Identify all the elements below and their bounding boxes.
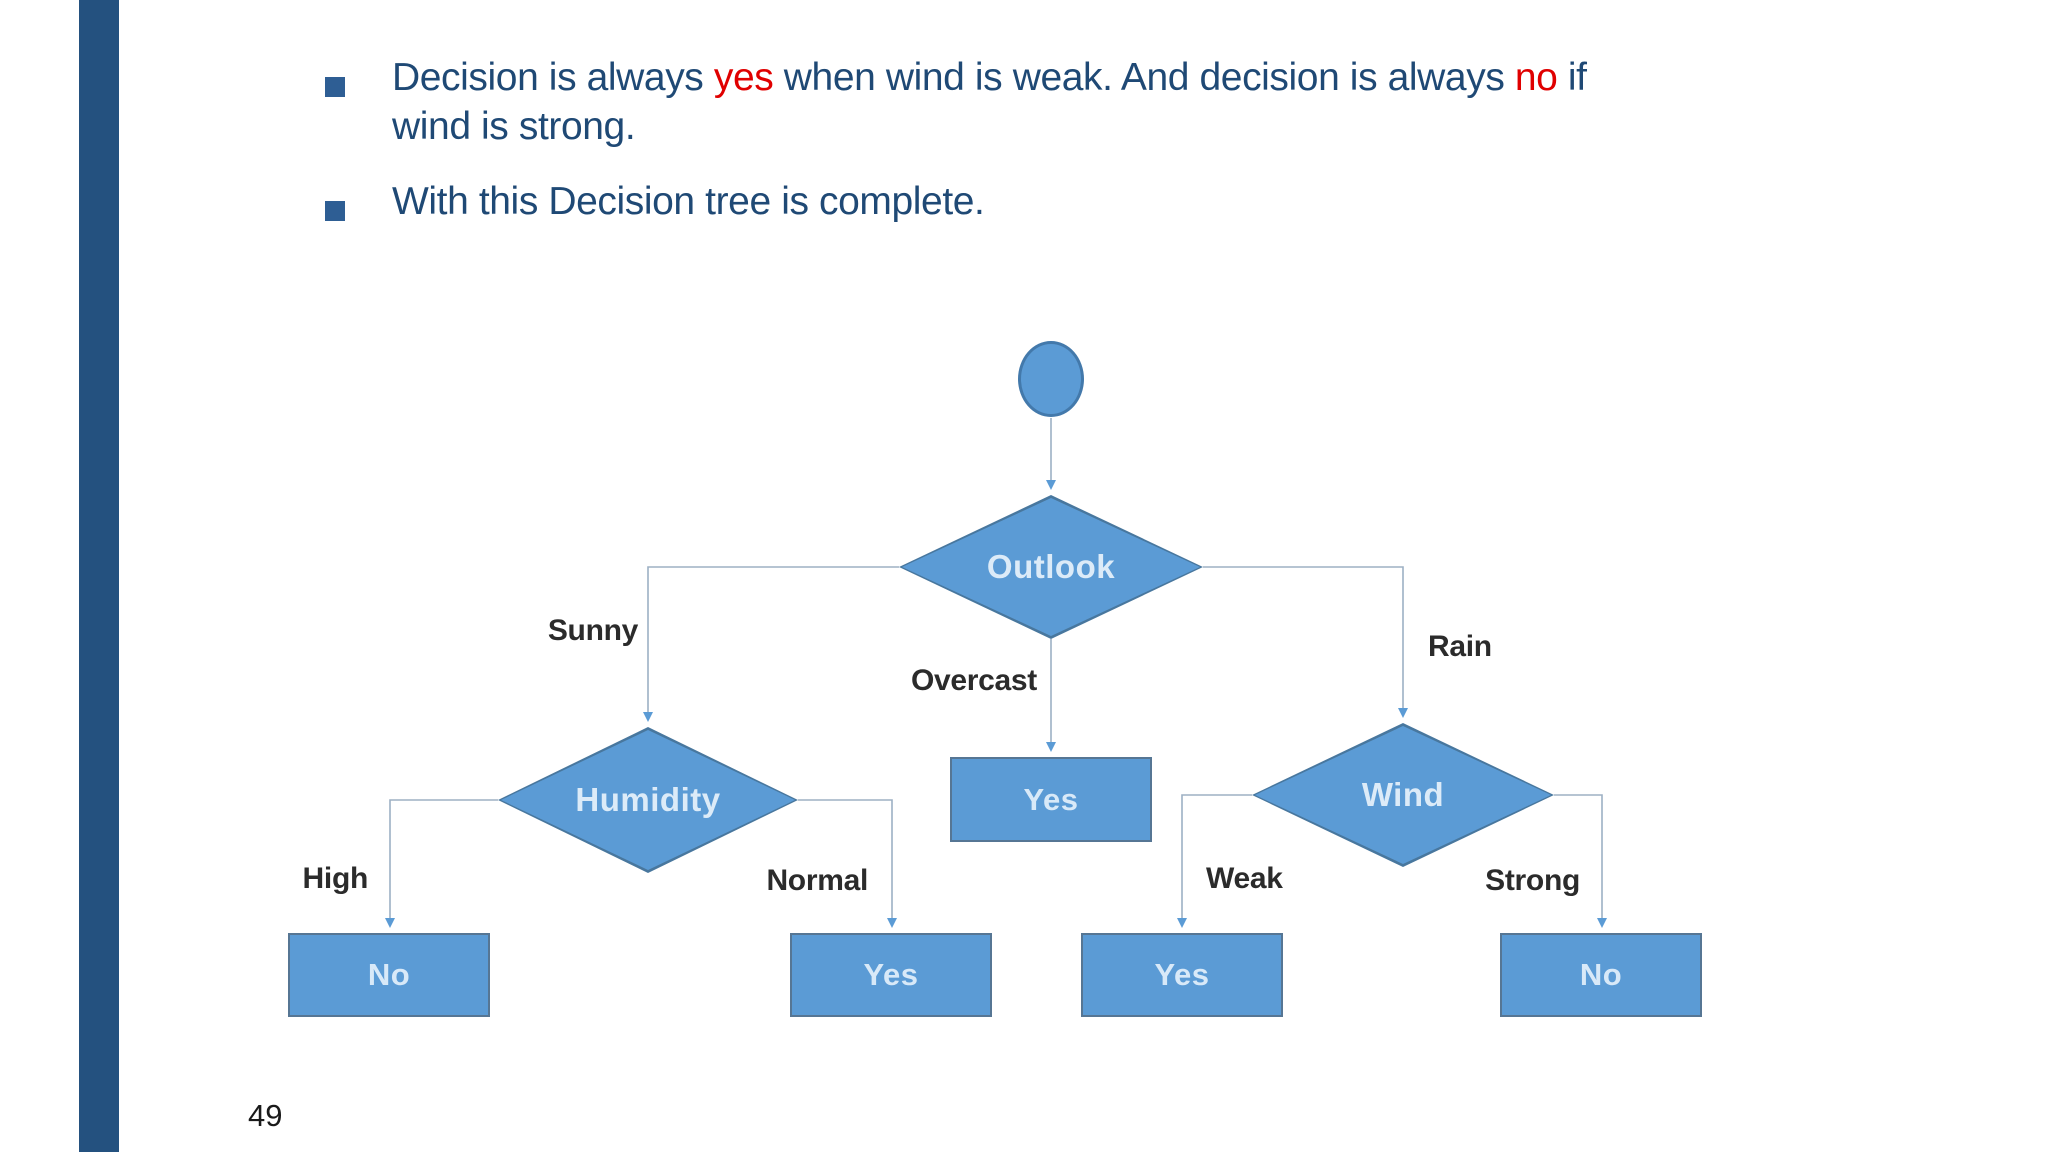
- text-segment-highlight: yes: [713, 56, 774, 99]
- node-label: No: [1579, 957, 1623, 992]
- leaf-node-weak-yes: Yes: [1081, 933, 1283, 1017]
- start-node: [1018, 341, 1084, 417]
- branch-label-weak: Weak: [1206, 862, 1283, 895]
- bullet-marker: [325, 201, 345, 221]
- branch-label-overcast: Overcast: [910, 664, 1037, 697]
- leaf-node-normal-yes: Yes: [790, 933, 992, 1017]
- bullet-marker: [325, 77, 345, 97]
- text-segment: if: [1557, 56, 1587, 99]
- leaf-node-overcast-yes: Yes: [950, 757, 1152, 842]
- branch-label-rain: Rain: [1428, 630, 1492, 663]
- bullet-item-2: With this Decision tree is complete.: [325, 177, 985, 226]
- leaf-node-strong-no: No: [1500, 933, 1702, 1017]
- bullet-line: wind is strong.: [392, 102, 1587, 151]
- decision-node-humidity: Humidity: [498, 727, 798, 873]
- text-segment-highlight: no: [1514, 56, 1558, 99]
- leaf-node-high-no: No: [288, 933, 490, 1017]
- text-segment: when wind is weak. And decision is alway…: [773, 56, 1515, 99]
- branch-label-strong: Strong: [1485, 864, 1580, 897]
- decision-node-wind: Wind: [1252, 723, 1554, 867]
- edge-wind-weak: [1177, 794, 1252, 928]
- node-label: Humidity: [575, 781, 721, 818]
- node-label: Yes: [1154, 957, 1210, 992]
- page-number: 49: [248, 1098, 283, 1133]
- bullet-line: Decision is always yes when wind is weak…: [392, 53, 1587, 102]
- node-label: Yes: [863, 957, 919, 992]
- edge-outlook-rain: [1203, 566, 1408, 718]
- node-label: No: [367, 957, 411, 992]
- branch-label-sunny: Sunny: [547, 614, 638, 647]
- bullet-item-1: Decision is always yes when wind is weak…: [325, 53, 1587, 151]
- bullet-line: With this Decision tree is complete.: [392, 177, 985, 226]
- branch-label-normal: Normal: [766, 864, 868, 897]
- node-label: Outlook: [986, 548, 1116, 585]
- text-segment: Decision is always: [392, 56, 714, 99]
- node-label: Wind: [1361, 776, 1445, 813]
- slide-accent-bar: [79, 0, 119, 1152]
- text-segment: wind is strong.: [392, 105, 636, 148]
- edge-wind-strong: [1554, 794, 1607, 928]
- decision-node-outlook: Outlook: [899, 495, 1203, 639]
- bullet-text: Decision is always yes when wind is weak…: [392, 53, 1587, 151]
- edge-humidity-normal: [798, 799, 897, 928]
- branch-label-high: High: [302, 862, 369, 895]
- bullet-text: With this Decision tree is complete.: [392, 177, 985, 226]
- edge-humidity-high: [385, 799, 498, 928]
- text-segment: With this Decision tree is complete.: [392, 180, 985, 223]
- node-label: Yes: [1023, 781, 1079, 817]
